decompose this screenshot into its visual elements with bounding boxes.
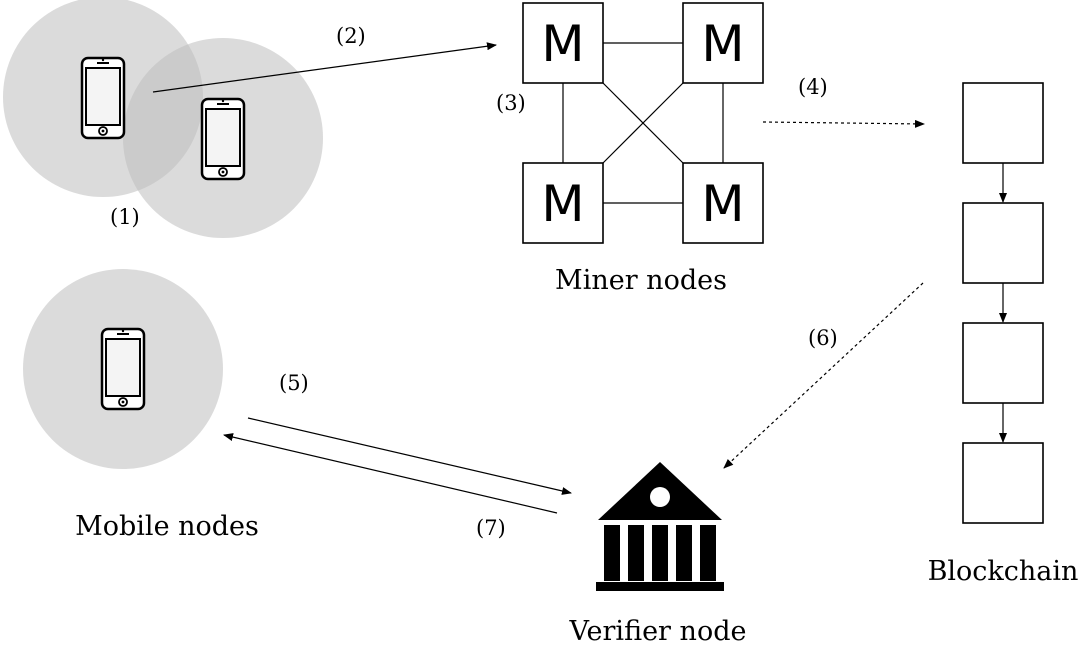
mobile-cluster-bottom — [23, 269, 223, 469]
miner-nodes-caption: Miner nodes — [555, 265, 727, 296]
blockchain — [962, 82, 1044, 524]
arrow-step4 — [762, 119, 925, 128]
miner-node: M — [682, 162, 764, 244]
mobile-nodes-caption: Mobile nodes — [75, 511, 259, 542]
block — [962, 322, 1044, 404]
arrow-step2 — [152, 42, 497, 93]
label-step1: (1) — [110, 205, 140, 229]
miner-network-edges — [562, 42, 724, 204]
verifier-node-caption: Verifier node — [569, 616, 747, 647]
arrow-step6 — [723, 282, 924, 469]
miner-label: M — [541, 15, 584, 73]
mobile-cluster-top — [3, 0, 323, 238]
miner-label: M — [541, 175, 584, 233]
blockchain-caption: Blockchain — [928, 556, 1079, 587]
smartphone-icon — [200, 97, 246, 181]
miner-node: M — [522, 162, 604, 244]
flow-arrows — [152, 42, 925, 514]
miner-label: M — [701, 15, 744, 73]
label-step4: (4) — [798, 75, 828, 99]
label-step5: (5) — [279, 371, 309, 395]
smartphone-icon — [80, 56, 126, 140]
miner-label: M — [701, 175, 744, 233]
label-step3: (3) — [496, 91, 526, 115]
block — [962, 82, 1044, 164]
miner-nodes: M M M M — [522, 2, 764, 244]
label-step2: (2) — [336, 24, 366, 48]
smartphone-icon — [100, 327, 146, 411]
label-step6: (6) — [808, 326, 838, 350]
bank-building-icon — [596, 462, 724, 591]
arrow-step7 — [223, 433, 558, 514]
block — [962, 202, 1044, 284]
miner-edge — [602, 82, 684, 164]
arrow-step5 — [247, 417, 572, 495]
miner-node: M — [522, 2, 604, 84]
label-step7: (7) — [476, 516, 506, 540]
miner-node: M — [682, 2, 764, 84]
block — [962, 442, 1044, 524]
